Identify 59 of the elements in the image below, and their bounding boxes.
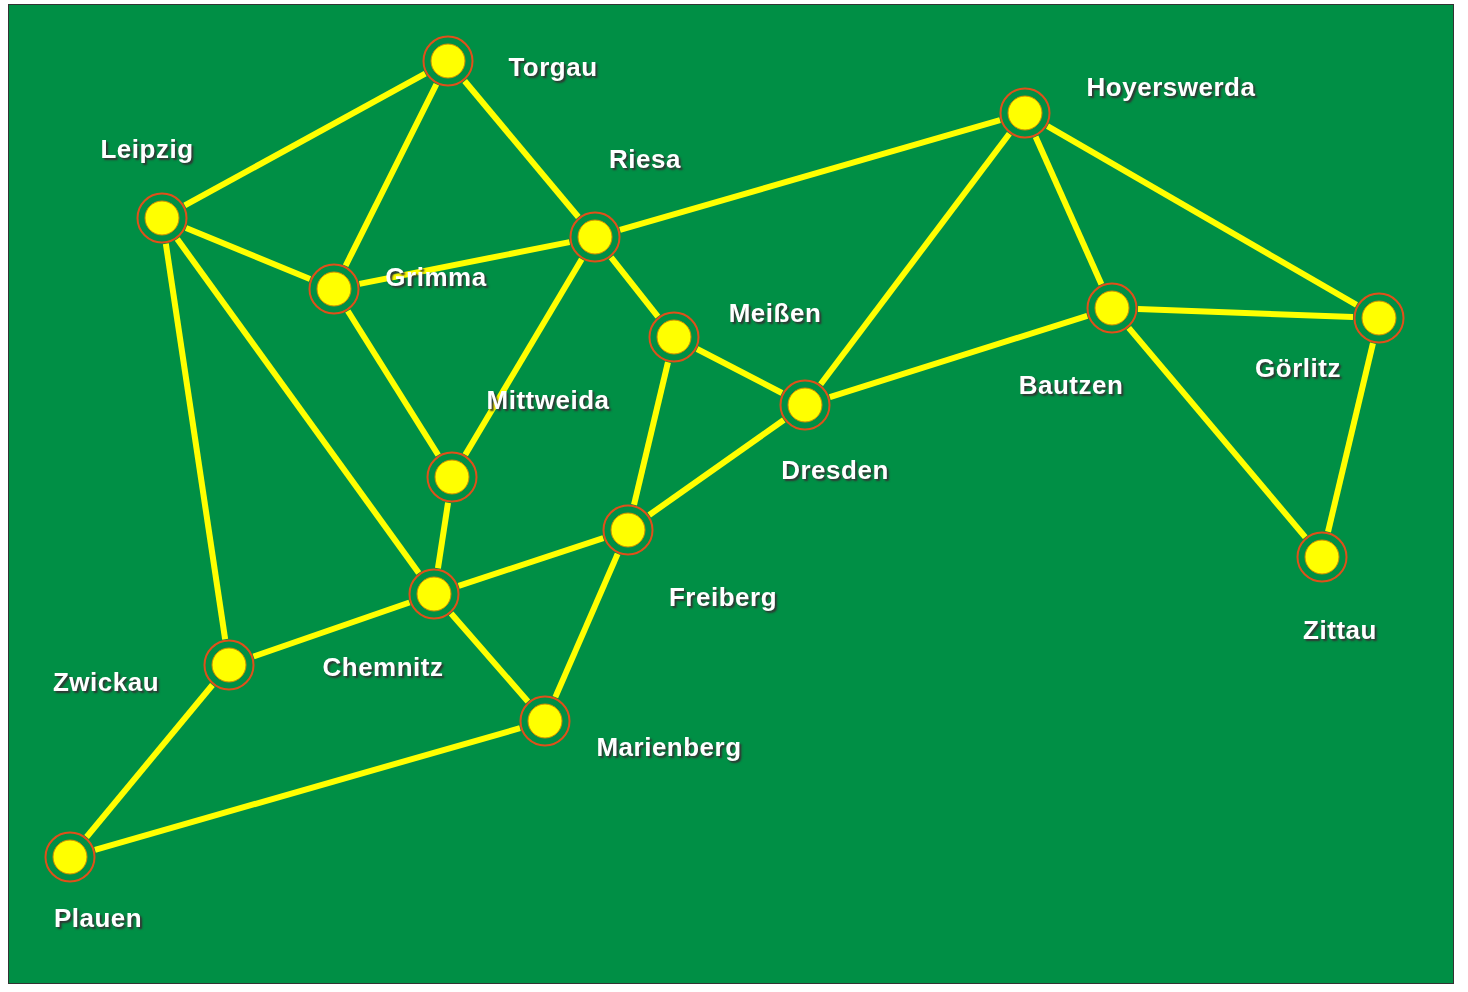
- city-label: Zwickau: [52, 666, 160, 698]
- city-marker: [426, 451, 478, 503]
- road-line: [342, 82, 440, 268]
- road-line: [619, 117, 1001, 233]
- city-marker: [308, 263, 360, 315]
- city-label: Torgau: [508, 51, 598, 83]
- road-line: [252, 599, 411, 660]
- road-line: [448, 611, 531, 704]
- road-line: [162, 243, 229, 640]
- city-label: Meißen: [728, 297, 822, 329]
- city-label: Freiberg: [669, 581, 777, 613]
- road-line: [1126, 325, 1308, 540]
- road-line: [647, 417, 786, 518]
- road-line: [631, 361, 671, 506]
- city-marker: [1296, 531, 1348, 583]
- road-line: [184, 225, 312, 282]
- city-marker: [569, 211, 621, 263]
- road-line: [84, 683, 215, 839]
- road-line: [174, 237, 422, 575]
- city-label: Plauen: [53, 902, 143, 934]
- road-line: [552, 552, 621, 699]
- road-line: [608, 255, 661, 319]
- road-line: [1032, 135, 1105, 286]
- road-line: [462, 79, 581, 219]
- road-line: [435, 502, 451, 569]
- city-label: Grimma: [385, 261, 487, 293]
- city-label: Görlitz: [1255, 352, 1341, 384]
- road-line: [457, 535, 605, 589]
- road-line: [695, 346, 784, 396]
- city-marker: [422, 35, 474, 87]
- city-marker: [1086, 282, 1138, 334]
- road-line: [462, 257, 585, 457]
- city-label: Hoyerswerda: [1086, 71, 1256, 103]
- city-label: Riesa: [609, 143, 681, 175]
- road-line: [818, 131, 1012, 387]
- city-marker: [1353, 292, 1405, 344]
- city-marker: [519, 695, 571, 747]
- city-label: Marienberg: [596, 731, 742, 763]
- city-marker: [408, 568, 460, 620]
- city-label: Chemnitz: [322, 651, 444, 683]
- road-line: [1046, 123, 1358, 308]
- city-marker: [602, 504, 654, 556]
- city-label: Leipzig: [100, 133, 194, 165]
- road-line: [1325, 342, 1376, 533]
- road-line: [345, 309, 441, 457]
- city-marker: [136, 192, 188, 244]
- city-label: Zittau: [1303, 614, 1377, 646]
- city-marker: [44, 831, 96, 883]
- city-marker: [203, 639, 255, 691]
- city-marker: [648, 311, 700, 363]
- road-line: [1137, 305, 1354, 321]
- road-line: [358, 239, 571, 287]
- road-line: [94, 725, 521, 853]
- city-label: Bautzen: [1018, 369, 1124, 401]
- city-marker: [999, 87, 1051, 139]
- city-label: Dresden: [781, 454, 889, 486]
- road-line: [828, 312, 1089, 401]
- city-marker: [779, 379, 831, 431]
- road-line: [183, 70, 427, 209]
